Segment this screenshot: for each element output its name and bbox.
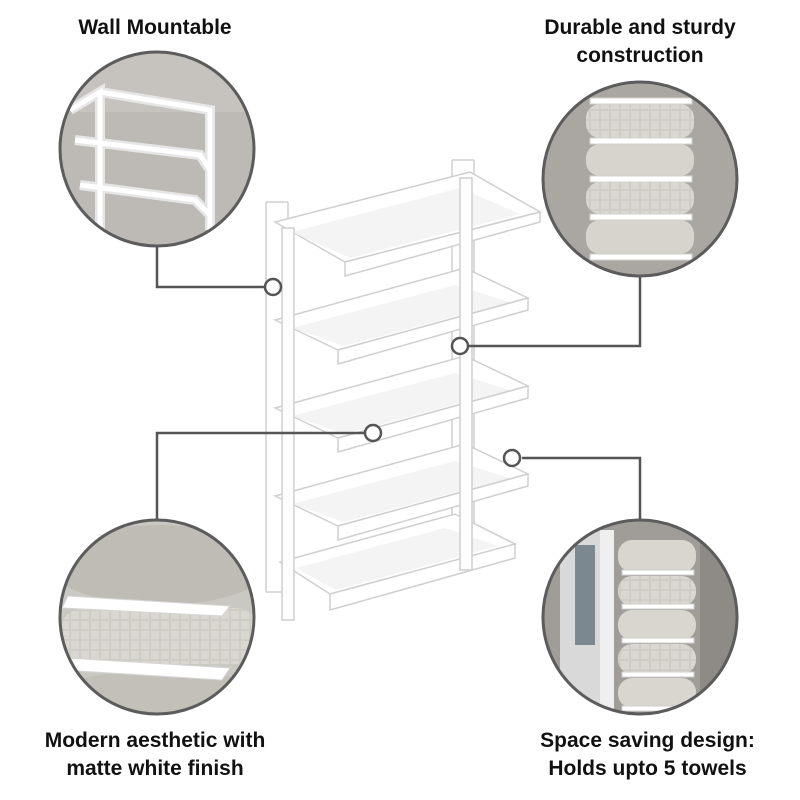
rack-shelf [272,267,531,365]
detail-wall-mount [58,50,256,248]
callout-markers [263,277,522,468]
callout-lines [155,246,642,520]
detail-sturdy-construction [541,80,739,278]
feature-label-wall-mountable: Wall Mountable [78,16,232,39]
rack-shelf [272,443,531,541]
detail-space-saving [541,518,739,716]
feature-label-space-saving: Space saving design: Holds upto 5 towels [540,729,755,780]
towel-rack [265,159,542,621]
feature-label-modern-finish: Modern aesthetic with matte white finish [44,729,266,780]
rack-shelf [272,355,531,453]
feature-label-durable: Durable and sturdy construction [544,16,736,67]
detail-matte-finish [58,518,256,716]
rack-shelf [273,171,542,277]
rack-shelf [278,513,518,611]
